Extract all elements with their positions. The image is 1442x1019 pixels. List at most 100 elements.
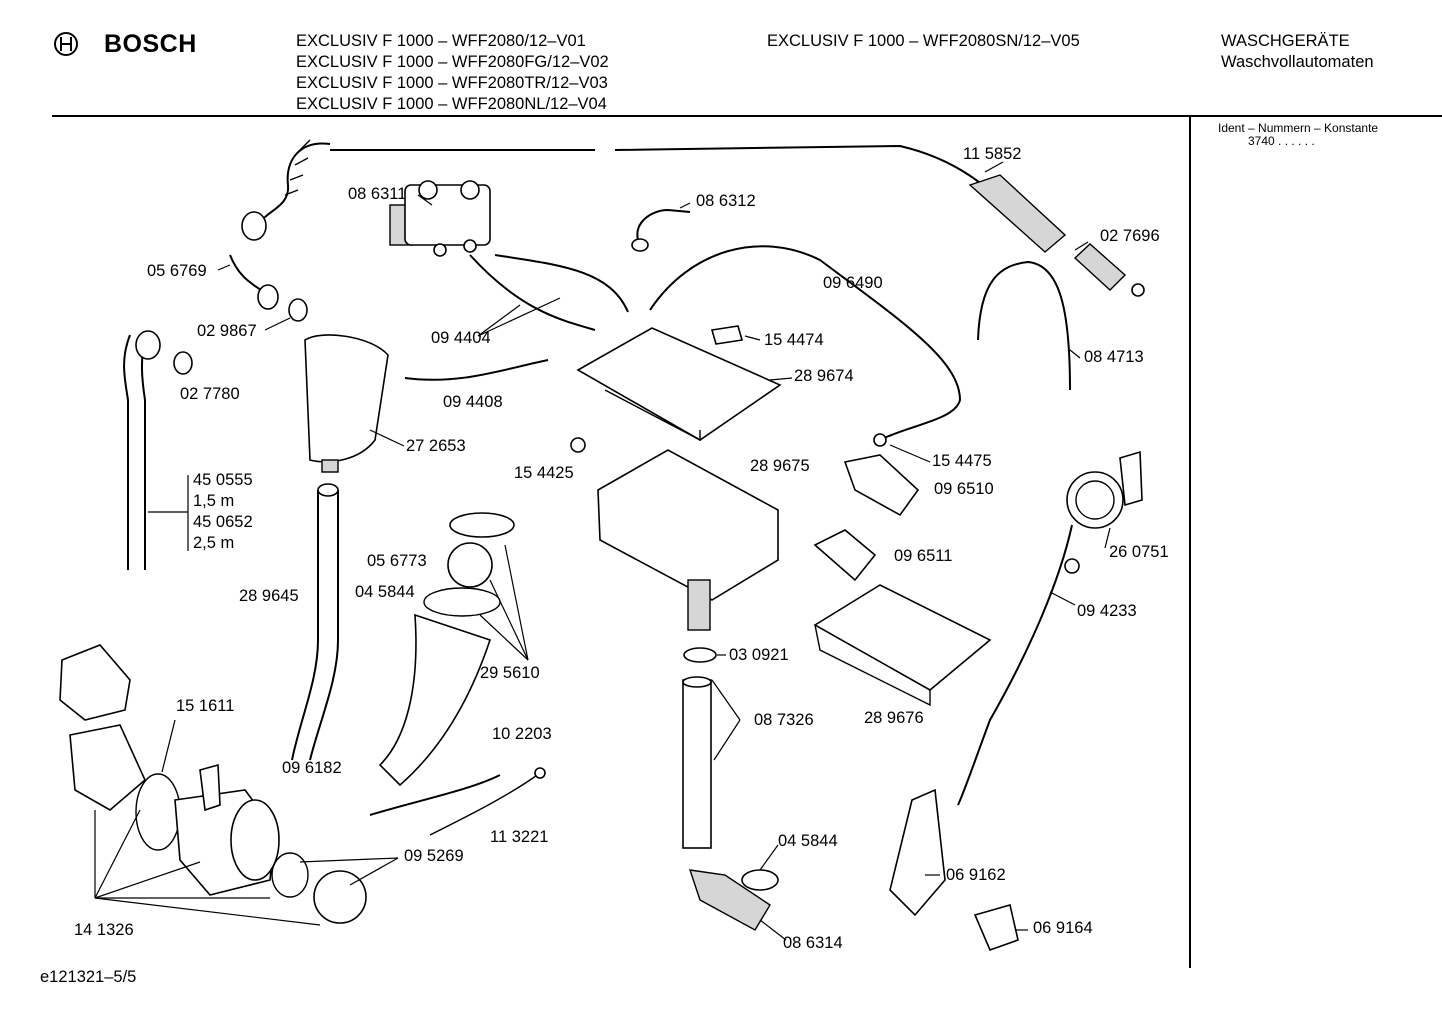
hose-clamp (741, 869, 779, 891)
part-number: 08 7326 (754, 711, 814, 729)
sensor-tip (534, 767, 546, 779)
part-number: 09 6490 (823, 274, 883, 292)
bracket-069162 (889, 788, 946, 917)
leader-141326-c (94, 861, 201, 899)
part-number: 03 0921 (729, 646, 789, 664)
part-number: 45 0555 (193, 471, 253, 489)
part-number: 08 4713 (1084, 348, 1144, 366)
tube-289645 (291, 490, 319, 761)
elbow-fitting (229, 254, 266, 294)
hose-102203 (369, 774, 501, 816)
part-number: 28 9674 (794, 367, 854, 385)
dispenser-drawer-housing (597, 449, 779, 631)
inlet-valve (389, 180, 491, 257)
hose-094404-b (494, 254, 629, 313)
brand-name: BOSCH (104, 30, 197, 58)
pressure-switch (1066, 450, 1143, 529)
part-number: 14 1326 (74, 921, 134, 939)
part-number: 15 4475 (932, 452, 992, 470)
leader-094404-b (477, 297, 561, 337)
bosch-logo-icon (54, 32, 78, 56)
part-number: 08 6312 (696, 192, 756, 210)
part-number: 09 4408 (443, 393, 503, 411)
clip-154474 (710, 325, 744, 345)
part-number: 02 7696 (1100, 227, 1160, 245)
hose-094404-a (469, 254, 596, 331)
leader-295610-b (489, 579, 529, 661)
hose-bracket (977, 260, 1071, 391)
nozzle-154475 (873, 433, 887, 447)
dispenser-housing-cover (576, 327, 782, 442)
part-number: 28 9676 (864, 709, 924, 727)
flap-096511 (813, 529, 877, 582)
part-number: 04 5844 (355, 583, 415, 601)
part-number: 02 7780 (180, 385, 240, 403)
part-number: 08 6314 (783, 934, 843, 952)
drain-hose (123, 330, 161, 570)
label-leaders (217, 161, 1111, 941)
part-number: 15 1611 (176, 697, 235, 715)
elbow-hose-end (631, 238, 649, 252)
drain-elbow (688, 869, 771, 931)
part-number: 05 6773 (367, 552, 427, 570)
leader-295610-a (504, 544, 529, 661)
part-number: 11 3221 (490, 828, 549, 846)
inlet-hose (241, 139, 1067, 253)
drawing-code: e121321–5/5 (40, 968, 137, 986)
part-number: 05 6769 (147, 262, 207, 280)
tube-top-end (317, 483, 339, 497)
part-number: 10 2203 (492, 725, 552, 743)
part-number: 02 9867 (197, 322, 257, 340)
seal-ring-027780 (173, 351, 193, 375)
part-number: 04 5844 (778, 832, 838, 850)
model-line-2: EXCLUSIV F 1000 – WFF2080FG/12–V02 (296, 53, 609, 71)
drain-pipe (682, 647, 717, 849)
hose-094408 (404, 359, 549, 381)
part-number: 09 5269 (404, 847, 464, 865)
elbow-fitting-end (257, 284, 279, 310)
hose-ring-094233 (1064, 558, 1080, 574)
model-line-right: EXCLUSIV F 1000 – WFF2080SN/12–V05 (767, 32, 1080, 50)
part-number: 08 6311 (348, 185, 407, 203)
nozzle-154425 (570, 437, 586, 453)
part-number: 26 0751 (1109, 543, 1169, 561)
part-number: 28 9675 (750, 457, 810, 475)
model-line-4: EXCLUSIV F 1000 – WFF2080NL/12–V04 (296, 95, 607, 113)
hose-connector (1073, 243, 1145, 297)
part-number: 1,5 m (193, 492, 235, 510)
seal-ring-029867 (288, 298, 308, 322)
category-title: WASCHGERÄTE (1221, 32, 1350, 50)
ident-label: Ident – Nummern – Konstante (1218, 121, 1379, 135)
leader-087326-a (711, 679, 741, 721)
dispenser-drawer-front (814, 624, 931, 707)
part-number: 09 6510 (934, 480, 994, 498)
model-line-1: EXCLUSIV F 1000 – WFF2080/12–V01 (296, 32, 586, 50)
part-number: 06 9164 (1033, 919, 1093, 937)
bellows-assembly (378, 512, 515, 787)
tube-096182 (309, 490, 339, 761)
category-subtitle: Waschvollautomaten (1221, 53, 1374, 71)
part-number: 09 6511 (894, 547, 953, 565)
leader-087326-b (713, 719, 741, 761)
flap-096510 (843, 454, 920, 517)
hose-096490 (649, 245, 962, 441)
part-number: 15 4474 (764, 331, 824, 349)
part-number: 09 6182 (282, 759, 342, 777)
leader-141326-b (94, 809, 141, 899)
part-number: 06 9162 (946, 866, 1006, 884)
leader-095269-a (299, 857, 399, 863)
pressure-hose (957, 524, 1073, 806)
leader-151611 (161, 719, 176, 773)
part-number: 09 4404 (431, 329, 491, 347)
part-number: 45 0652 (193, 513, 253, 531)
model-line-3: EXCLUSIV F 1000 – WFF2080TR/12–V03 (296, 74, 608, 92)
part-069164 (973, 903, 1019, 952)
part-number: 2,5 m (193, 534, 235, 552)
part-number: 09 4233 (1077, 602, 1137, 620)
leader-141326-e (94, 897, 321, 926)
dispenser-drawer (813, 584, 992, 691)
leader-094404-a (477, 304, 521, 337)
leader-095269-b (349, 857, 399, 886)
ident-value: 3740 . . . . . . (1248, 134, 1315, 148)
